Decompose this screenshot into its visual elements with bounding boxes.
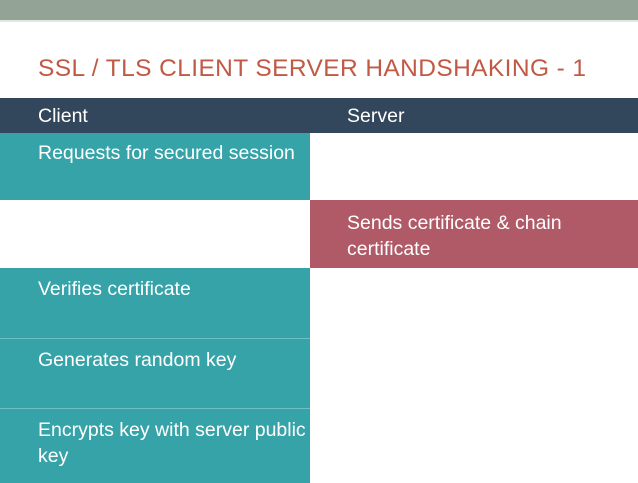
slide-title: SSL / TLS CLIENT SERVER HANDSHAKING - 1 (38, 55, 587, 82)
cell-client-step-3: Verifies certificate (0, 268, 310, 338)
table-row: Requests for secured session (0, 133, 638, 200)
cell-client-step-5: Encrypts key with server public key (0, 408, 310, 483)
cell-server-step-3 (310, 268, 638, 338)
column-header-client: Client (0, 98, 310, 133)
column-header-server: Server (310, 98, 638, 133)
cell-client-step-2 (0, 200, 310, 268)
cell-client-step-1: Requests for secured session (0, 133, 310, 200)
table-row: Sends certificate & chain certificate (0, 200, 638, 268)
cell-server-step-4 (310, 338, 638, 408)
table-row: Encrypts key with server public key (0, 408, 638, 483)
table-row: Verifies certificate (0, 268, 638, 338)
cell-server-step-2: Sends certificate & chain certificate (310, 200, 638, 268)
cell-server-step-1 (310, 133, 638, 200)
table-header-row: Client Server (0, 98, 638, 133)
top-decorative-band (0, 0, 638, 20)
handshake-table: Client Server Requests for secured sessi… (0, 98, 638, 483)
top-band-shadow (0, 20, 638, 22)
table-row: Generates random key (0, 338, 638, 408)
cell-client-step-4: Generates random key (0, 338, 310, 408)
cell-server-step-5 (310, 408, 638, 483)
